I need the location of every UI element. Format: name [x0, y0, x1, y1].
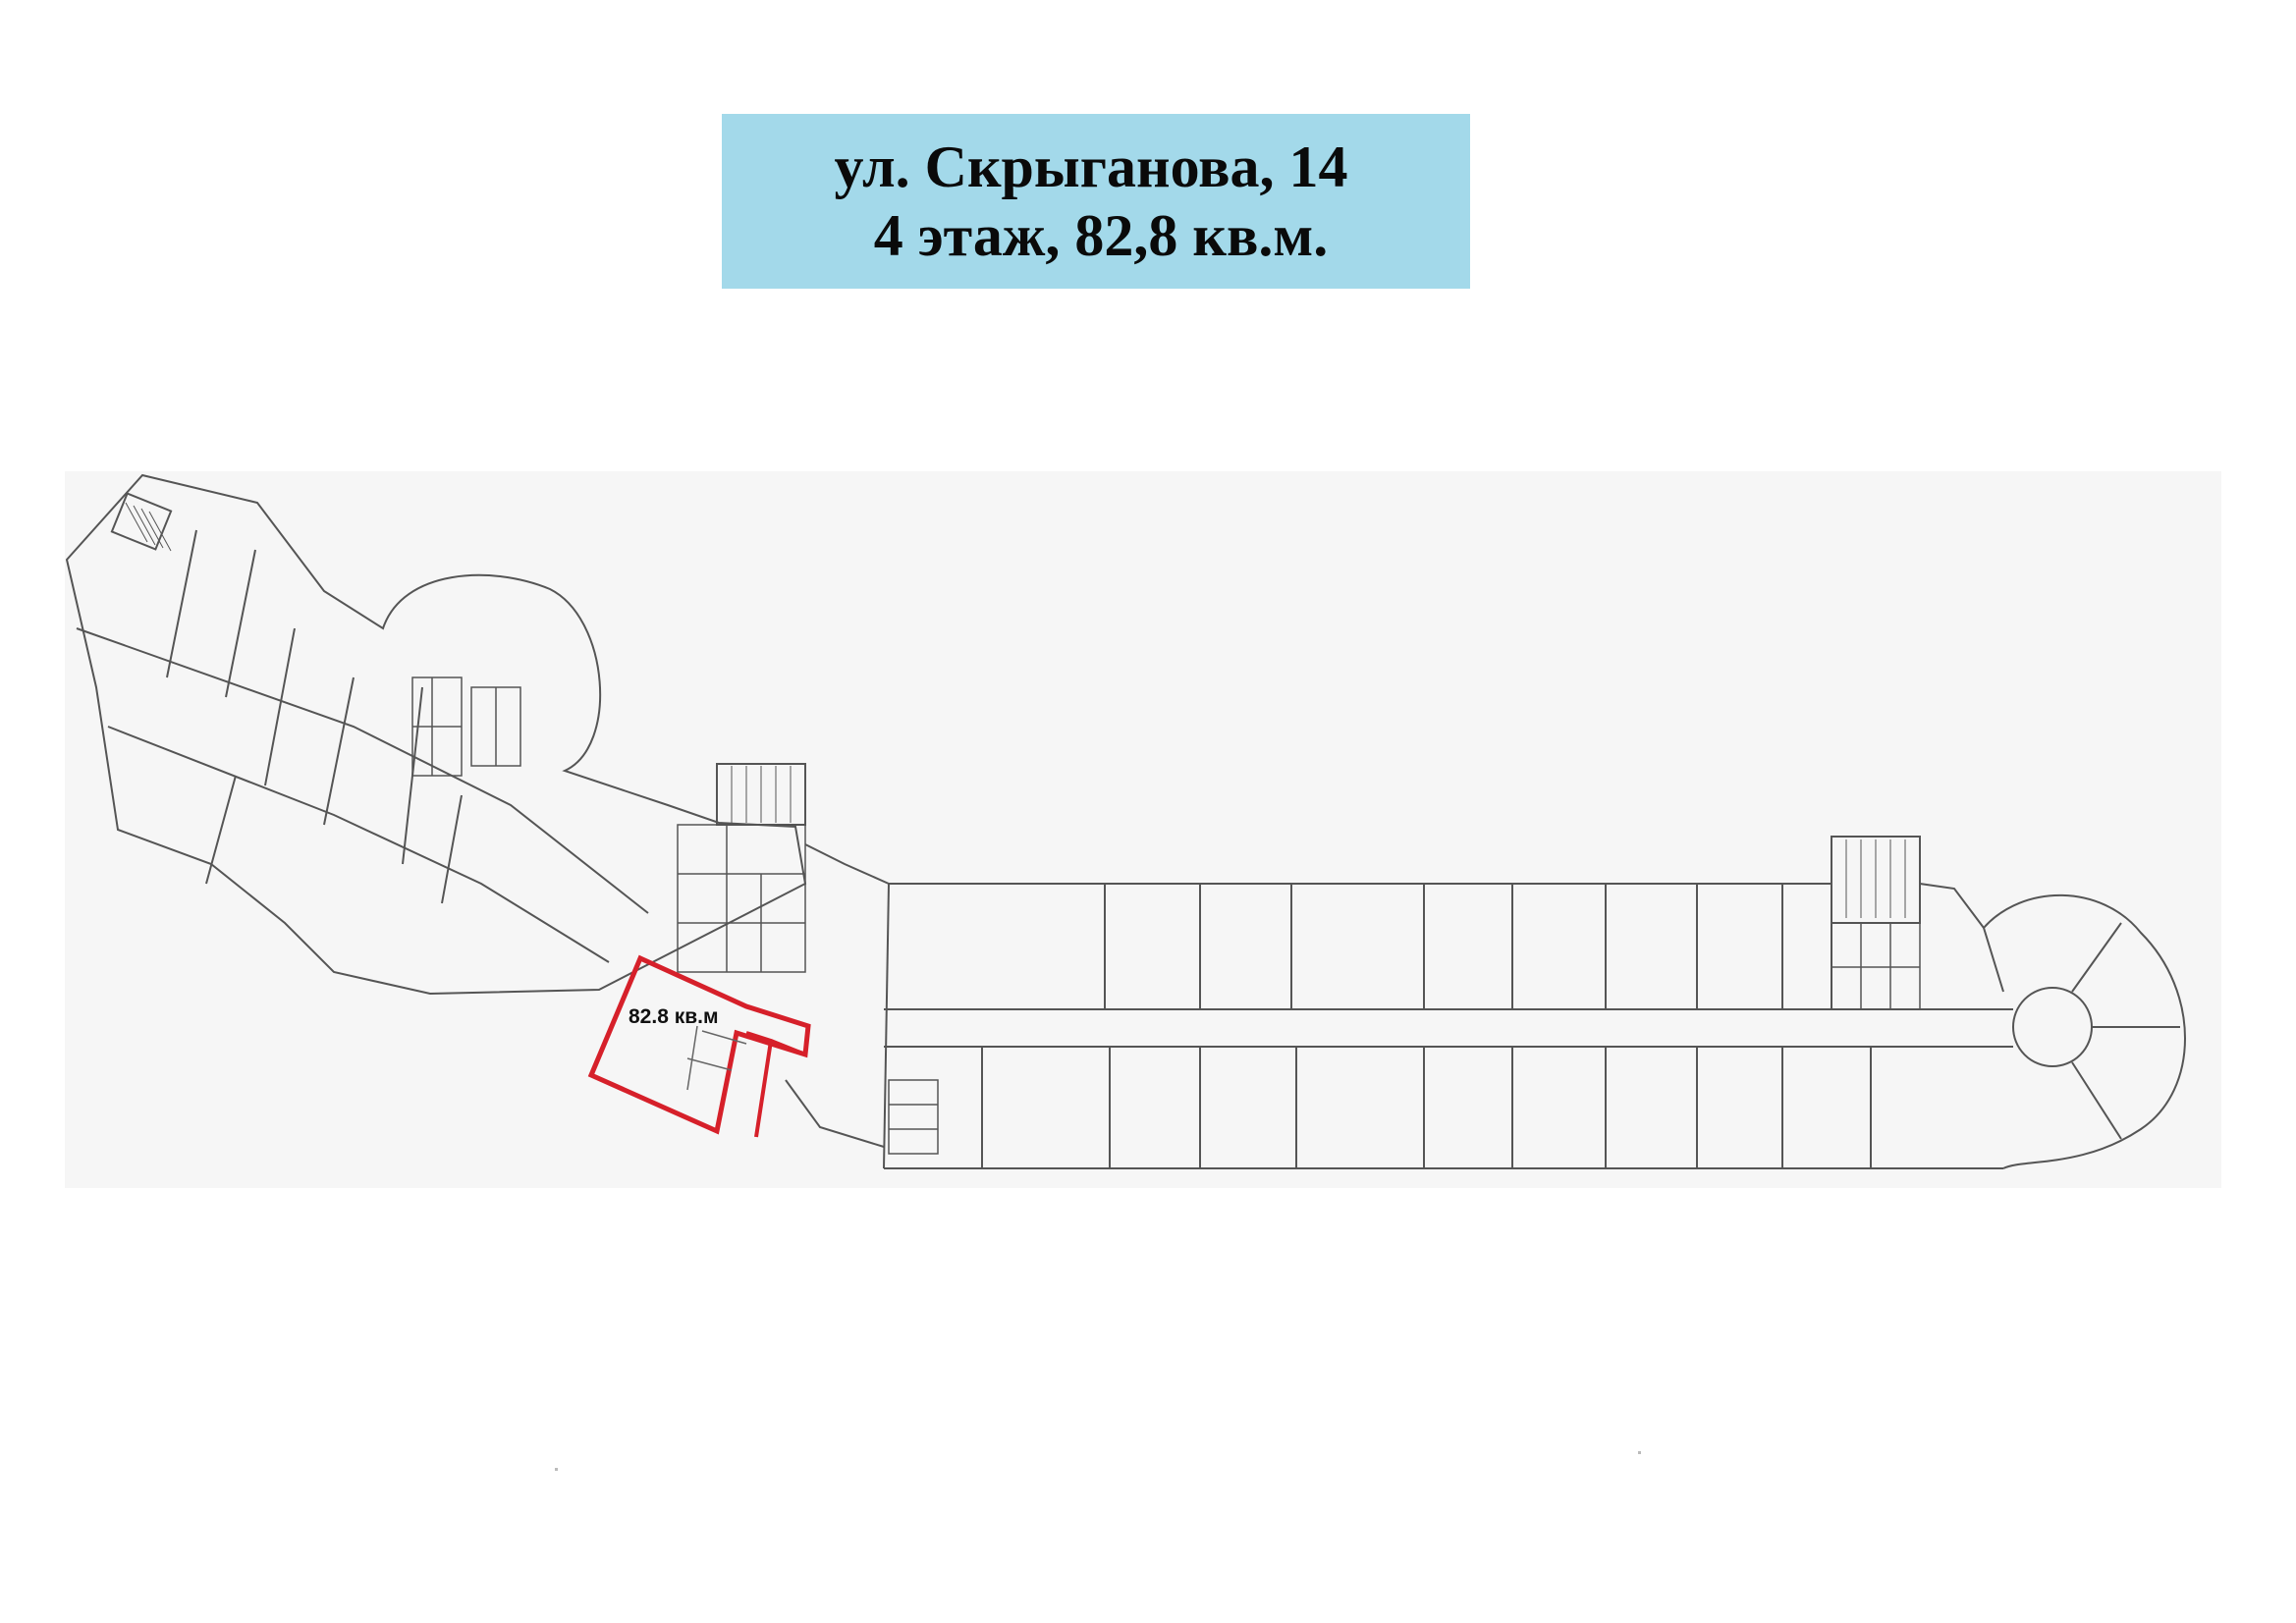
highlighted-unit-interior-walls	[686, 1025, 747, 1091]
floor-plan-background	[65, 471, 2221, 1188]
east-rotunda-outer	[1983, 893, 2186, 1169]
upper-room-partitions	[1104, 884, 1832, 1009]
east-wing-left-wall	[883, 883, 890, 1169]
east-rotunda-core	[2012, 987, 2093, 1067]
lower-room-partitions	[981, 1047, 1872, 1168]
east-connector	[1919, 883, 2004, 993]
highlighted-unit-inner	[745, 1031, 806, 1138]
scan-mark	[555, 1468, 558, 1471]
middle-stair-steps	[731, 766, 792, 823]
transition-wall-top	[804, 843, 890, 885]
east-core-rooms	[1831, 922, 1921, 1010]
middle-core-rooms	[677, 824, 806, 973]
west-partition	[166, 529, 463, 904]
west-wing-outer-wall	[65, 473, 807, 996]
elevator-cells	[888, 1079, 939, 1155]
core-rooms	[411, 676, 521, 777]
west-stair-steps	[125, 502, 172, 552]
west-corridor-lower	[107, 726, 610, 963]
east-stair-steps	[1845, 839, 1906, 918]
transition-wall-bottom	[785, 1079, 885, 1148]
title-banner: ул. Скрыганова, 14 4 этаж, 82,8 кв.м.	[722, 114, 1470, 289]
scan-mark	[1638, 1451, 1641, 1454]
highlighted-unit-area-label: 82.8 кв.м	[629, 1005, 719, 1028]
west-stair	[110, 492, 173, 551]
address-title: ул. Скрыганова, 14	[834, 135, 1348, 199]
floor-area-subtitle: 4 этаж, 82,8 кв.м.	[873, 203, 1329, 268]
rotunda-partitions	[2071, 922, 2180, 1140]
